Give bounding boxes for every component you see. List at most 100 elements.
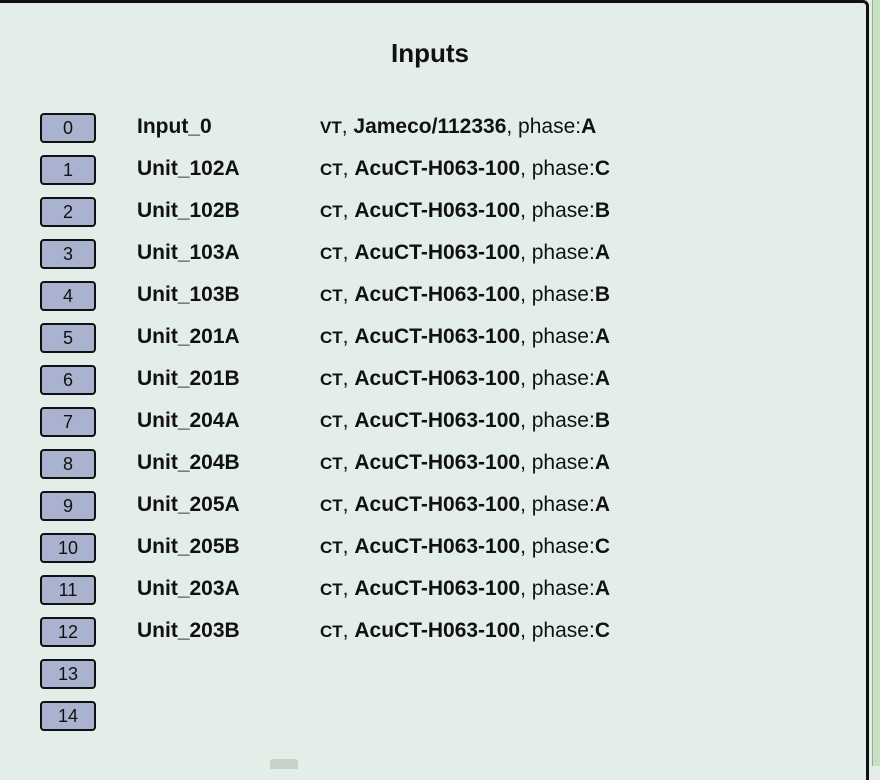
phase-label: phase: [531,325,595,348]
phase-label: phase: [531,241,595,264]
sensor-model: AcuCT-H063-100 [354,283,521,306]
input-row: 0 Input_0 VT, Jameco/112336, phase:A [0,110,860,152]
input-index-button[interactable]: 10 [40,533,96,563]
sensor-type: CT [320,622,343,641]
sensor-model: AcuCT-H063-100 [354,325,521,348]
phase-value: C [594,619,610,642]
input-description: CT, AcuCT-H063-100, phase:A [320,493,610,516]
sensor-model: AcuCT-H063-100 [354,493,521,516]
input-index-button[interactable]: 6 [40,365,96,395]
input-description: CT, AcuCT-H063-100, phase:A [320,367,610,390]
input-description: CT, AcuCT-H063-100, phase:A [320,577,610,600]
input-row: 6 Unit_201B CT, AcuCT-H063-100, phase:A [0,362,860,404]
input-row: 9 Unit_205A CT, AcuCT-H063-100, phase:A [0,488,860,530]
panel-title: Inputs [391,38,469,68]
input-name: Unit_203B [137,619,240,642]
sensor-model: AcuCT-H063-100 [354,535,521,558]
phase-value: B [594,409,610,432]
input-name: Unit_102B [137,199,240,222]
phase-label: phase: [531,283,595,306]
input-name: Unit_203A [137,577,240,600]
input-description: CT, AcuCT-H063-100, phase:B [320,409,610,432]
phase-label: phase: [531,157,595,180]
phase-value: A [594,451,610,474]
sensor-model: AcuCT-H063-100 [354,199,521,222]
input-name: Unit_102A [137,157,240,180]
sensor-type: CT [320,328,343,347]
sensor-type: CT [320,370,343,389]
input-row: 5 Unit_201A CT, AcuCT-H063-100, phase:A [0,320,860,362]
phase-value: B [594,199,610,222]
input-name: Unit_205A [137,493,240,516]
input-index-button[interactable]: 8 [40,449,96,479]
sensor-type: CT [320,412,343,431]
input-name: Unit_201B [137,367,240,390]
input-row: 13 [0,656,860,698]
phase-value: A [594,493,610,516]
phase-label: phase: [531,535,595,558]
input-index-button[interactable]: 1 [40,155,96,185]
input-index-button[interactable]: 4 [40,281,96,311]
input-index-button[interactable]: 14 [40,701,96,731]
input-name: Unit_103A [137,241,240,264]
phase-value: B [594,283,610,306]
input-row: 10 Unit_205B CT, AcuCT-H063-100, phase:C [0,530,860,572]
input-description: VT, Jameco/112336, phase:A [320,115,597,138]
phase-label: phase: [531,367,595,390]
phase-value: A [581,115,597,138]
input-name: Input_0 [137,115,212,138]
sensor-model: AcuCT-H063-100 [354,577,521,600]
sensor-type: CT [320,496,343,515]
input-description: CT, AcuCT-H063-100, phase:C [320,535,610,558]
phase-label: phase: [531,451,595,474]
input-row: 3 Unit_103A CT, AcuCT-H063-100, phase:A [0,236,860,278]
input-name: Unit_201A [137,325,240,348]
sensor-model: Jameco/112336 [353,115,507,138]
sensor-model: AcuCT-H063-100 [354,451,521,474]
input-index-button[interactable]: 3 [40,239,96,269]
sensor-model: AcuCT-H063-100 [354,157,521,180]
sensor-type: CT [320,454,343,473]
phase-label: phase: [531,619,595,642]
input-index-button[interactable]: 2 [40,197,96,227]
input-description: CT, AcuCT-H063-100, phase:C [320,157,610,180]
input-name: Unit_204B [137,451,240,474]
phase-label: phase: [518,115,582,138]
sensor-model: AcuCT-H063-100 [354,619,521,642]
right-edge-strip [872,0,880,766]
scroll-handle[interactable] [270,759,298,769]
phase-value: C [594,535,610,558]
sensor-type: CT [320,202,343,221]
phase-label: phase: [531,199,595,222]
input-row: 11 Unit_203A CT, AcuCT-H063-100, phase:A [0,572,860,614]
input-description: CT, AcuCT-H063-100, phase:A [320,325,610,348]
input-row: 14 [0,698,860,740]
input-index-button[interactable]: 7 [40,407,96,437]
input-row: 1 Unit_102A CT, AcuCT-H063-100, phase:C [0,152,860,194]
input-index-button[interactable]: 12 [40,617,96,647]
phase-value: A [594,325,610,348]
input-index-button[interactable]: 0 [40,113,96,143]
input-description: CT, AcuCT-H063-100, phase:A [320,451,610,474]
input-index-button[interactable]: 9 [40,491,96,521]
sensor-type: CT [320,160,343,179]
input-name: Unit_205B [137,535,240,558]
input-name: Unit_103B [137,283,240,306]
input-index-button[interactable]: 13 [40,659,96,689]
phase-value: C [594,157,610,180]
input-index-button[interactable]: 11 [40,575,96,605]
phase-value: A [594,367,610,390]
phase-value: A [594,241,610,264]
input-description: CT, AcuCT-H063-100, phase:A [320,241,610,264]
phase-label: phase: [531,577,595,600]
sensor-type: VT [320,118,342,137]
input-index-button[interactable]: 5 [40,323,96,353]
phase-value: A [594,577,610,600]
sensor-type: CT [320,580,343,599]
